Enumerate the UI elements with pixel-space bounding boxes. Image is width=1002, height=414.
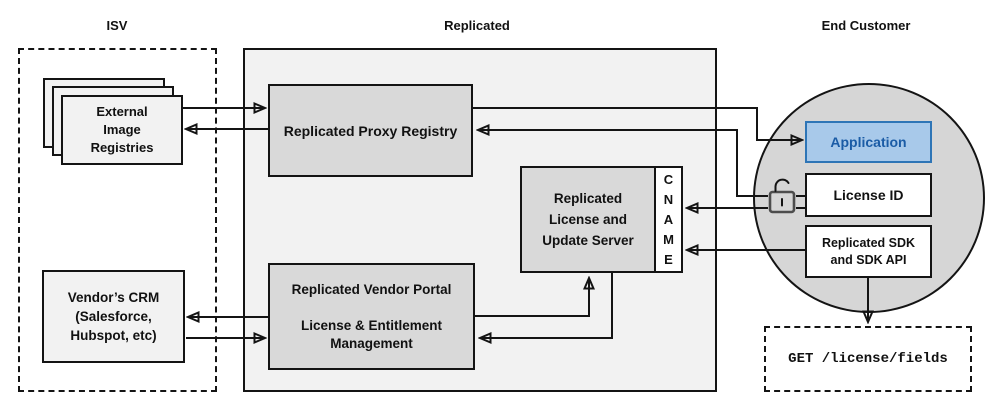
section-label-isv: ISV bbox=[106, 18, 128, 33]
external-image-registries-label: External Image Registries bbox=[90, 104, 154, 155]
vendor-crm-label: Vendor’s CRM (Salesforce, Hubspot, etc) bbox=[67, 290, 160, 343]
application-label: Application bbox=[830, 134, 907, 150]
proxy-registry-box: Replicated Proxy Registry bbox=[268, 84, 473, 177]
get-license-fields-label: GET /license/fields bbox=[788, 351, 948, 367]
vendor-portal-box: Replicated Vendor Portal License & Entit… bbox=[268, 263, 475, 370]
cname-label: C N A M E bbox=[663, 171, 674, 267]
cname-box: C N A M E bbox=[654, 166, 683, 273]
external-image-registries-box: External Image Registries bbox=[61, 95, 183, 165]
license-id-label: License ID bbox=[833, 187, 904, 203]
replicated-sdk-label: Replicated SDK and SDK API bbox=[821, 235, 916, 267]
vendor-portal-label: Replicated Vendor Portal License & Entit… bbox=[291, 281, 452, 351]
license-id-box: License ID bbox=[805, 173, 932, 217]
proxy-registry-label: Replicated Proxy Registry bbox=[283, 122, 458, 139]
license-update-server-box: Replicated License and Update Server bbox=[520, 166, 656, 273]
application-box: Application bbox=[805, 121, 932, 163]
section-label-end-customer: End Customer bbox=[821, 18, 911, 33]
section-label-replicated: Replicated bbox=[444, 18, 510, 33]
license-update-server-label: Replicated License and Update Server bbox=[542, 191, 634, 248]
vendor-crm-box: Vendor’s CRM (Salesforce, Hubspot, etc) bbox=[42, 270, 185, 363]
replicated-sdk-box: Replicated SDK and SDK API bbox=[805, 225, 932, 278]
get-license-fields-box: GET /license/fields bbox=[764, 326, 972, 392]
